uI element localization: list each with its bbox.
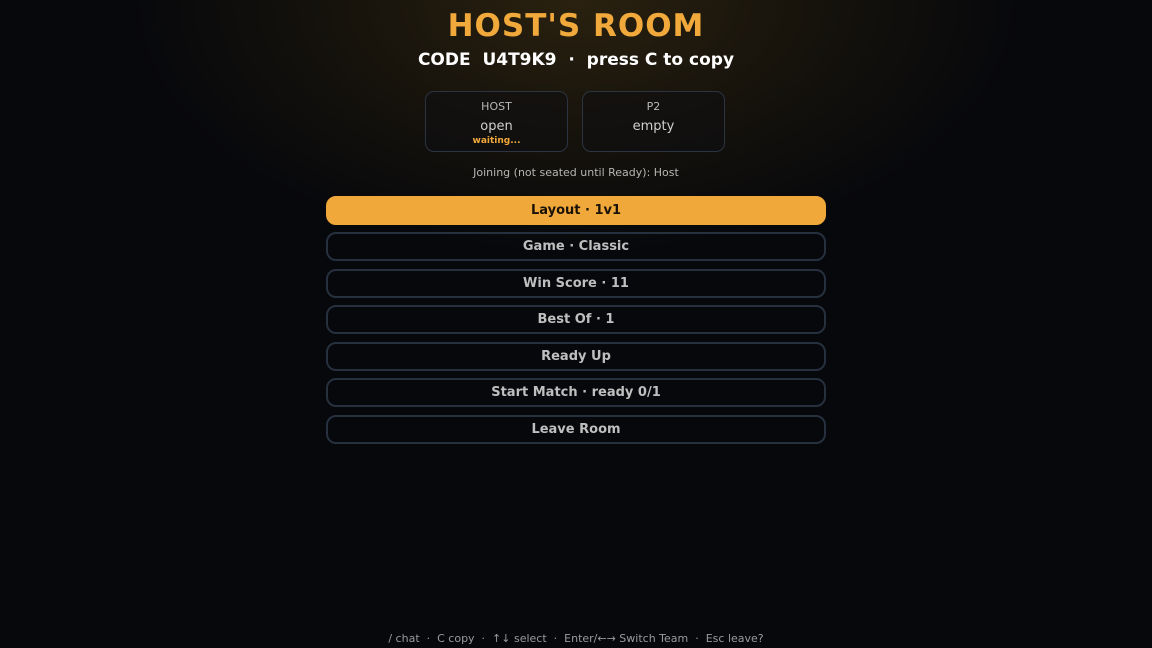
menu-item-game[interactable]: Game · Classic xyxy=(326,232,826,261)
menu-item-ready-up[interactable]: Ready Up xyxy=(326,342,826,371)
slot-waiting-text: waiting... xyxy=(472,136,521,146)
joining-status: Joining (not seated until Ready): Host xyxy=(473,166,679,179)
slot-status: open xyxy=(480,119,513,134)
code-label: CODE xyxy=(417,50,471,70)
slot-status: empty xyxy=(632,119,675,134)
room-title: HOST'S ROOM xyxy=(447,8,705,44)
menu-item-leave-room[interactable]: Leave Room xyxy=(326,415,826,444)
player-slots: HOST open waiting... P2 empty xyxy=(425,91,727,153)
slot-p2: P2 empty xyxy=(582,91,725,152)
menu-item-best-of[interactable]: Best Of · 1 xyxy=(326,305,826,334)
menu-item-start-match[interactable]: Start Match · ready 0/1 xyxy=(326,378,826,407)
code-separator: · xyxy=(568,50,575,70)
slot-label: P2 xyxy=(646,100,661,113)
room-code[interactable]: U4T9K9 xyxy=(482,50,557,70)
menu-item-win-score[interactable]: Win Score · 11 xyxy=(326,269,826,298)
room-code-line: CODE U4T9K9 · press C to copy xyxy=(0,48,1152,72)
controls-hint-footer: / chat · C copy · ↑↓ select · Enter/←→ S… xyxy=(388,632,764,645)
menu-item-layout[interactable]: Layout · 1v1 xyxy=(326,196,826,225)
copy-hint: press C to copy xyxy=(586,50,735,70)
slot-label: HOST xyxy=(481,100,512,113)
slot-host: HOST open waiting... xyxy=(425,91,568,152)
